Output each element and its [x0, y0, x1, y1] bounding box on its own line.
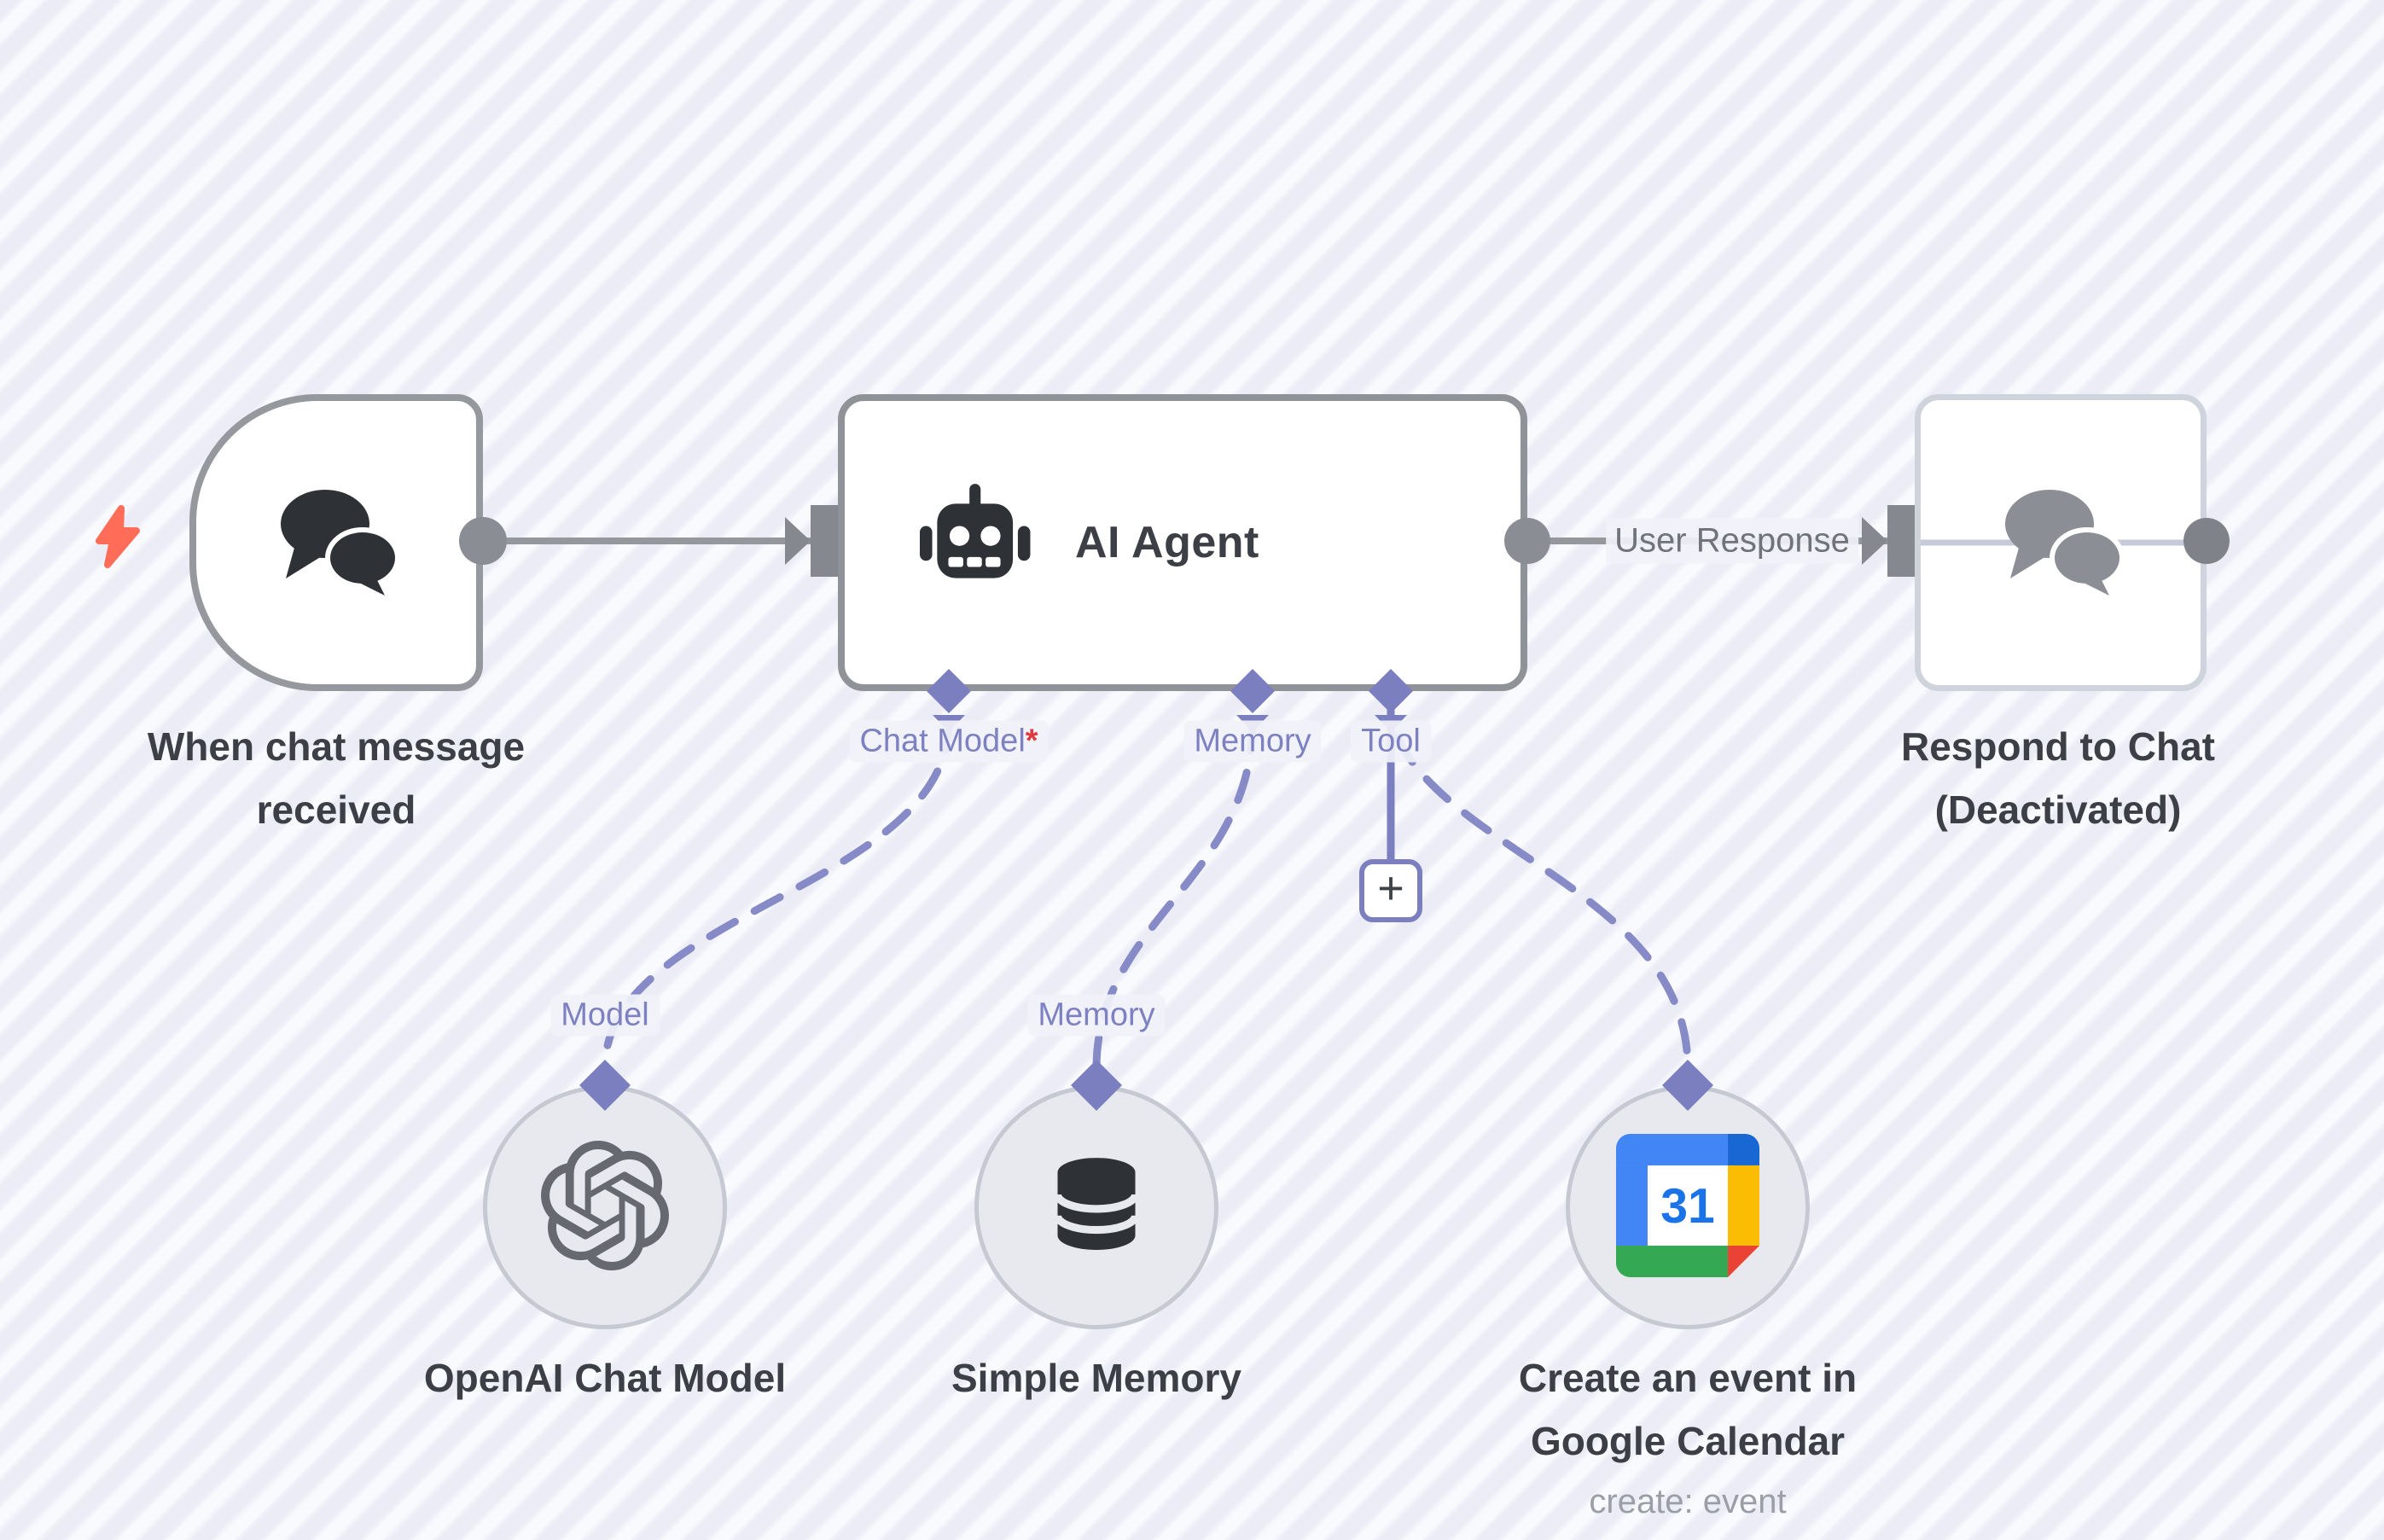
chat-bubbles-gray-icon [1997, 486, 2125, 601]
add-tool-button[interactable]: + [1359, 859, 1422, 922]
calendar-day-number: 31 [1660, 1179, 1715, 1234]
agent-output-port[interactable] [1504, 518, 1550, 564]
agent-memory-port[interactable] [1230, 669, 1275, 713]
lightning-bolt-icon [96, 505, 140, 568]
node-chat-trigger[interactable] [189, 394, 483, 691]
openai-logo-icon [540, 1140, 670, 1275]
agent-input-arrow [785, 517, 811, 565]
database-icon [1041, 1150, 1152, 1265]
port-label-memory-sub: Memory [1027, 994, 1166, 1037]
connection-label-user-response: User Response [1606, 518, 1858, 564]
node-title: AI Agent [1075, 518, 1259, 567]
openai-model-port[interactable] [579, 1060, 631, 1111]
port-label-memory: Memory [1183, 720, 1322, 763]
node-google-calendar[interactable]: 31 [1566, 1085, 1810, 1329]
node-caption-simple-memory: Simple Memory [951, 1356, 1241, 1400]
respond-input-arrow [1862, 517, 1887, 565]
node-subcaption-calendar: create: event [1589, 1483, 1787, 1520]
node-caption-openai: OpenAI Chat Model [423, 1356, 787, 1400]
trigger-output-port[interactable] [459, 517, 507, 565]
node-caption-respond: Respond to Chat (Deactivated) [1901, 724, 2215, 832]
agent-input-port[interactable] [811, 505, 838, 577]
connection-tool-to-calendar[interactable] [1393, 733, 1692, 1072]
port-label-tool: Tool [1351, 720, 1431, 763]
respond-input-port[interactable] [1887, 505, 1915, 577]
node-caption-calendar: Create an event in Google Calendar [1518, 1356, 1858, 1463]
simplememory-port[interactable] [1071, 1060, 1122, 1111]
google-calendar-icon: 31 [1616, 1133, 1759, 1281]
chat-bubbles-icon [272, 486, 400, 601]
node-simple-memory[interactable] [974, 1085, 1218, 1329]
node-caption-trigger: When chat message received [147, 724, 526, 832]
port-label-model: Model [550, 994, 660, 1037]
robot-icon [906, 479, 1043, 607]
agent-chatmodel-port[interactable] [927, 669, 971, 713]
port-label-chat-model: Chat Model* [849, 720, 1049, 763]
required-asterisk: * [1025, 723, 1038, 759]
respond-output-port[interactable] [2183, 518, 2230, 564]
agent-tool-port[interactable] [1369, 669, 1413, 713]
node-openai-chat-model[interactable] [483, 1085, 727, 1329]
connection-chatmodel-to-openai[interactable] [601, 718, 953, 1072]
calendar-tool-port[interactable] [1662, 1060, 1713, 1111]
